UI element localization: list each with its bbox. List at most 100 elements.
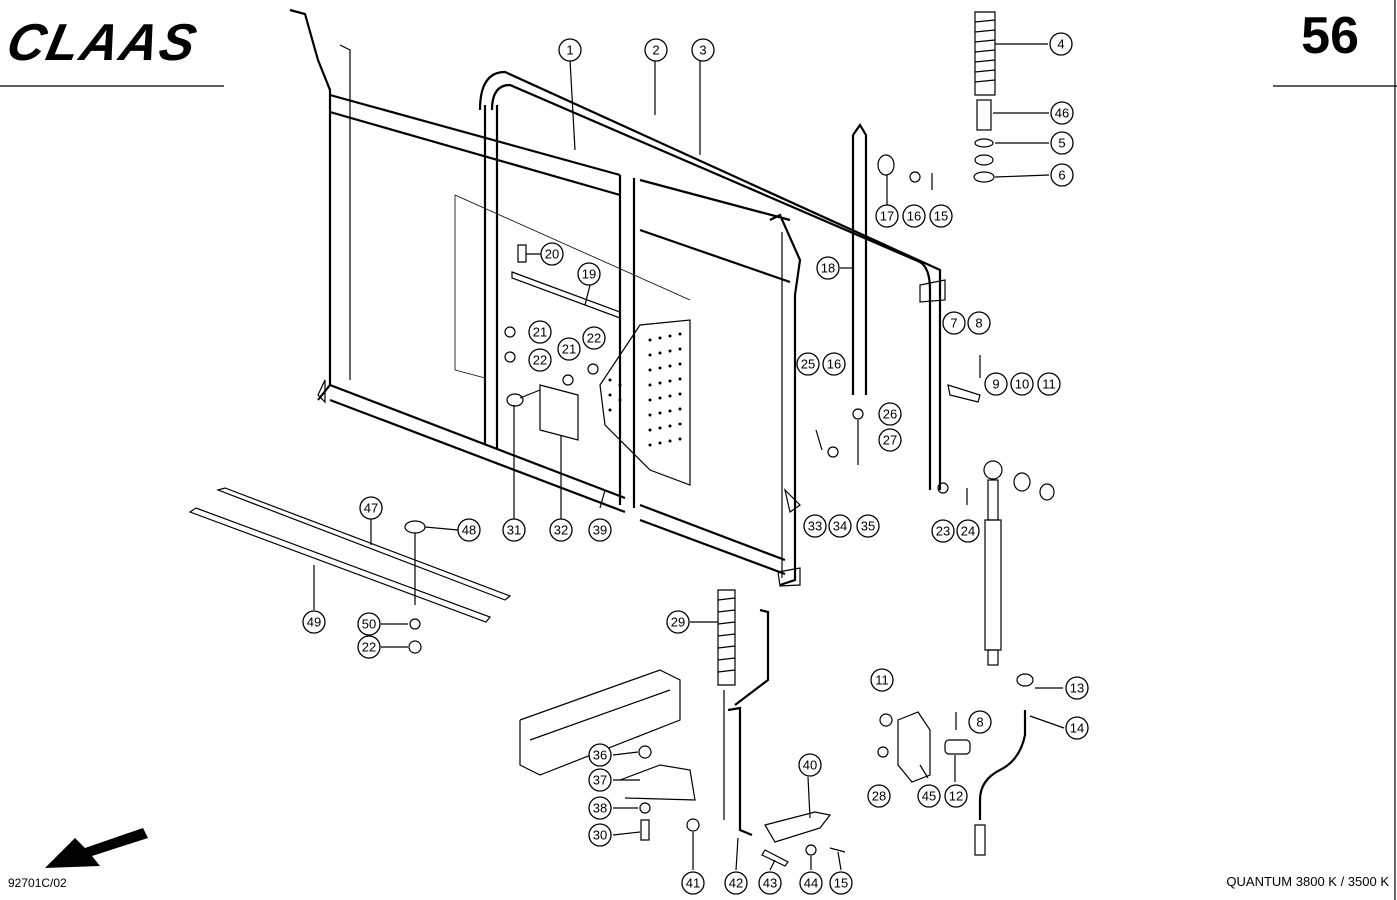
callout-14: 14 — [1065, 716, 1089, 740]
callout-number: 40 — [803, 758, 817, 773]
adjusting-rod — [815, 122, 933, 465]
callout-number: 22 — [587, 331, 601, 346]
callout-36: 36 — [588, 743, 612, 767]
main-frame — [289, 8, 942, 587]
callout-19: 19 — [577, 262, 601, 286]
callout-number: 23 — [936, 524, 950, 539]
callout-10: 10 — [1010, 372, 1034, 396]
callout-45: 45 — [917, 784, 941, 808]
callout-number: 47 — [364, 501, 378, 516]
callout-42: 42 — [724, 871, 748, 895]
callout-number: 32 — [554, 523, 568, 538]
callout-number: 34 — [833, 519, 847, 534]
callout-24: 24 — [956, 519, 980, 543]
callout-21: 21 — [557, 337, 581, 361]
callout-18: 18 — [816, 256, 840, 280]
callout-number: 4 — [1057, 37, 1064, 52]
spring-assembly — [973, 11, 996, 183]
callout-number: 11 — [1042, 377, 1056, 392]
callout-6: 6 — [1050, 163, 1074, 187]
callout-number: 33 — [808, 519, 822, 534]
callout-29: 29 — [666, 610, 690, 634]
cutter-strips — [188, 487, 512, 654]
callout-15: 15 — [929, 204, 953, 228]
callout-number: 30 — [593, 828, 607, 843]
callout-number: 46 — [1055, 106, 1069, 121]
callout-number: 27 — [883, 433, 897, 448]
callout-17: 17 — [875, 204, 899, 228]
callout-8: 8 — [968, 710, 992, 734]
callout-number: 3 — [699, 43, 706, 58]
callout-number: 22 — [362, 640, 376, 655]
callout-number: 39 — [593, 523, 607, 538]
callout-number: 12 — [949, 789, 963, 804]
mounting-bracket — [519, 669, 696, 841]
panel-hardware — [504, 244, 621, 441]
callout-number: 35 — [861, 519, 875, 534]
callout-31: 31 — [502, 518, 526, 542]
callout-43: 43 — [758, 871, 782, 895]
callout-25: 25 — [796, 352, 820, 376]
callout-number: 16 — [827, 357, 841, 372]
callout-number: 22 — [533, 353, 547, 368]
callout-number: 10 — [1015, 377, 1029, 392]
callout-8: 8 — [967, 311, 991, 335]
callout-4: 4 — [1049, 32, 1073, 56]
callout-40: 40 — [798, 753, 822, 777]
callout-number: 18 — [821, 261, 835, 276]
leader-lines — [313, 43, 1065, 871]
callout-number: 41 — [686, 876, 700, 891]
callout-37: 37 — [588, 768, 612, 792]
callout-number: 21 — [533, 325, 547, 340]
callout-27: 27 — [878, 428, 902, 452]
callout-5: 5 — [1050, 131, 1074, 155]
callout-12: 12 — [944, 784, 968, 808]
cylinder-bracket — [877, 673, 1034, 856]
callout-number: 21 — [562, 342, 576, 357]
callout-21: 21 — [528, 320, 552, 344]
callout-26: 26 — [878, 402, 902, 426]
callout-number: 43 — [763, 876, 777, 891]
callout-number: 44 — [804, 876, 818, 891]
callout-number: 6 — [1058, 168, 1065, 183]
callout-number: 24 — [961, 524, 975, 539]
callout-23: 23 — [931, 519, 955, 543]
callout-number: 37 — [593, 773, 607, 788]
callout-44: 44 — [799, 871, 823, 895]
callout-30: 30 — [588, 823, 612, 847]
callout-number: 28 — [872, 789, 886, 804]
callout-number: 45 — [922, 789, 936, 804]
model-name: QUANTUM 3800 K / 3500 K — [1226, 874, 1389, 889]
callout-22: 22 — [582, 326, 606, 350]
callout-number: 42 — [729, 876, 743, 891]
callout-number: 29 — [671, 615, 685, 630]
callout-15: 15 — [829, 871, 853, 895]
callout-47: 47 — [359, 496, 383, 520]
callout-number: 7 — [950, 316, 957, 331]
perforated-panel — [454, 194, 691, 486]
spring-and-lever — [686, 589, 846, 867]
callout-number: 25 — [801, 357, 815, 372]
callout-41: 41 — [681, 871, 705, 895]
callout-34: 34 — [828, 514, 852, 538]
callout-35: 35 — [856, 514, 880, 538]
callout-number: 50 — [362, 617, 376, 632]
callout-2: 2 — [644, 38, 668, 62]
callout-number: 48 — [462, 523, 476, 538]
callout-32: 32 — [549, 518, 573, 542]
callout-49: 49 — [302, 610, 326, 634]
callout-16: 16 — [902, 204, 926, 228]
callout-number: 20 — [545, 247, 559, 262]
callout-number: 15 — [834, 876, 848, 891]
callout-11: 11 — [870, 668, 894, 692]
callout-number: 8 — [975, 316, 982, 331]
callout-9: 9 — [984, 372, 1008, 396]
callout-number: 19 — [582, 267, 596, 282]
callout-number: 2 — [652, 43, 659, 58]
callout-number: 36 — [593, 748, 607, 763]
callout-number: 15 — [934, 209, 948, 224]
callout-number: 14 — [1070, 721, 1084, 736]
callout-number: 9 — [992, 377, 999, 392]
